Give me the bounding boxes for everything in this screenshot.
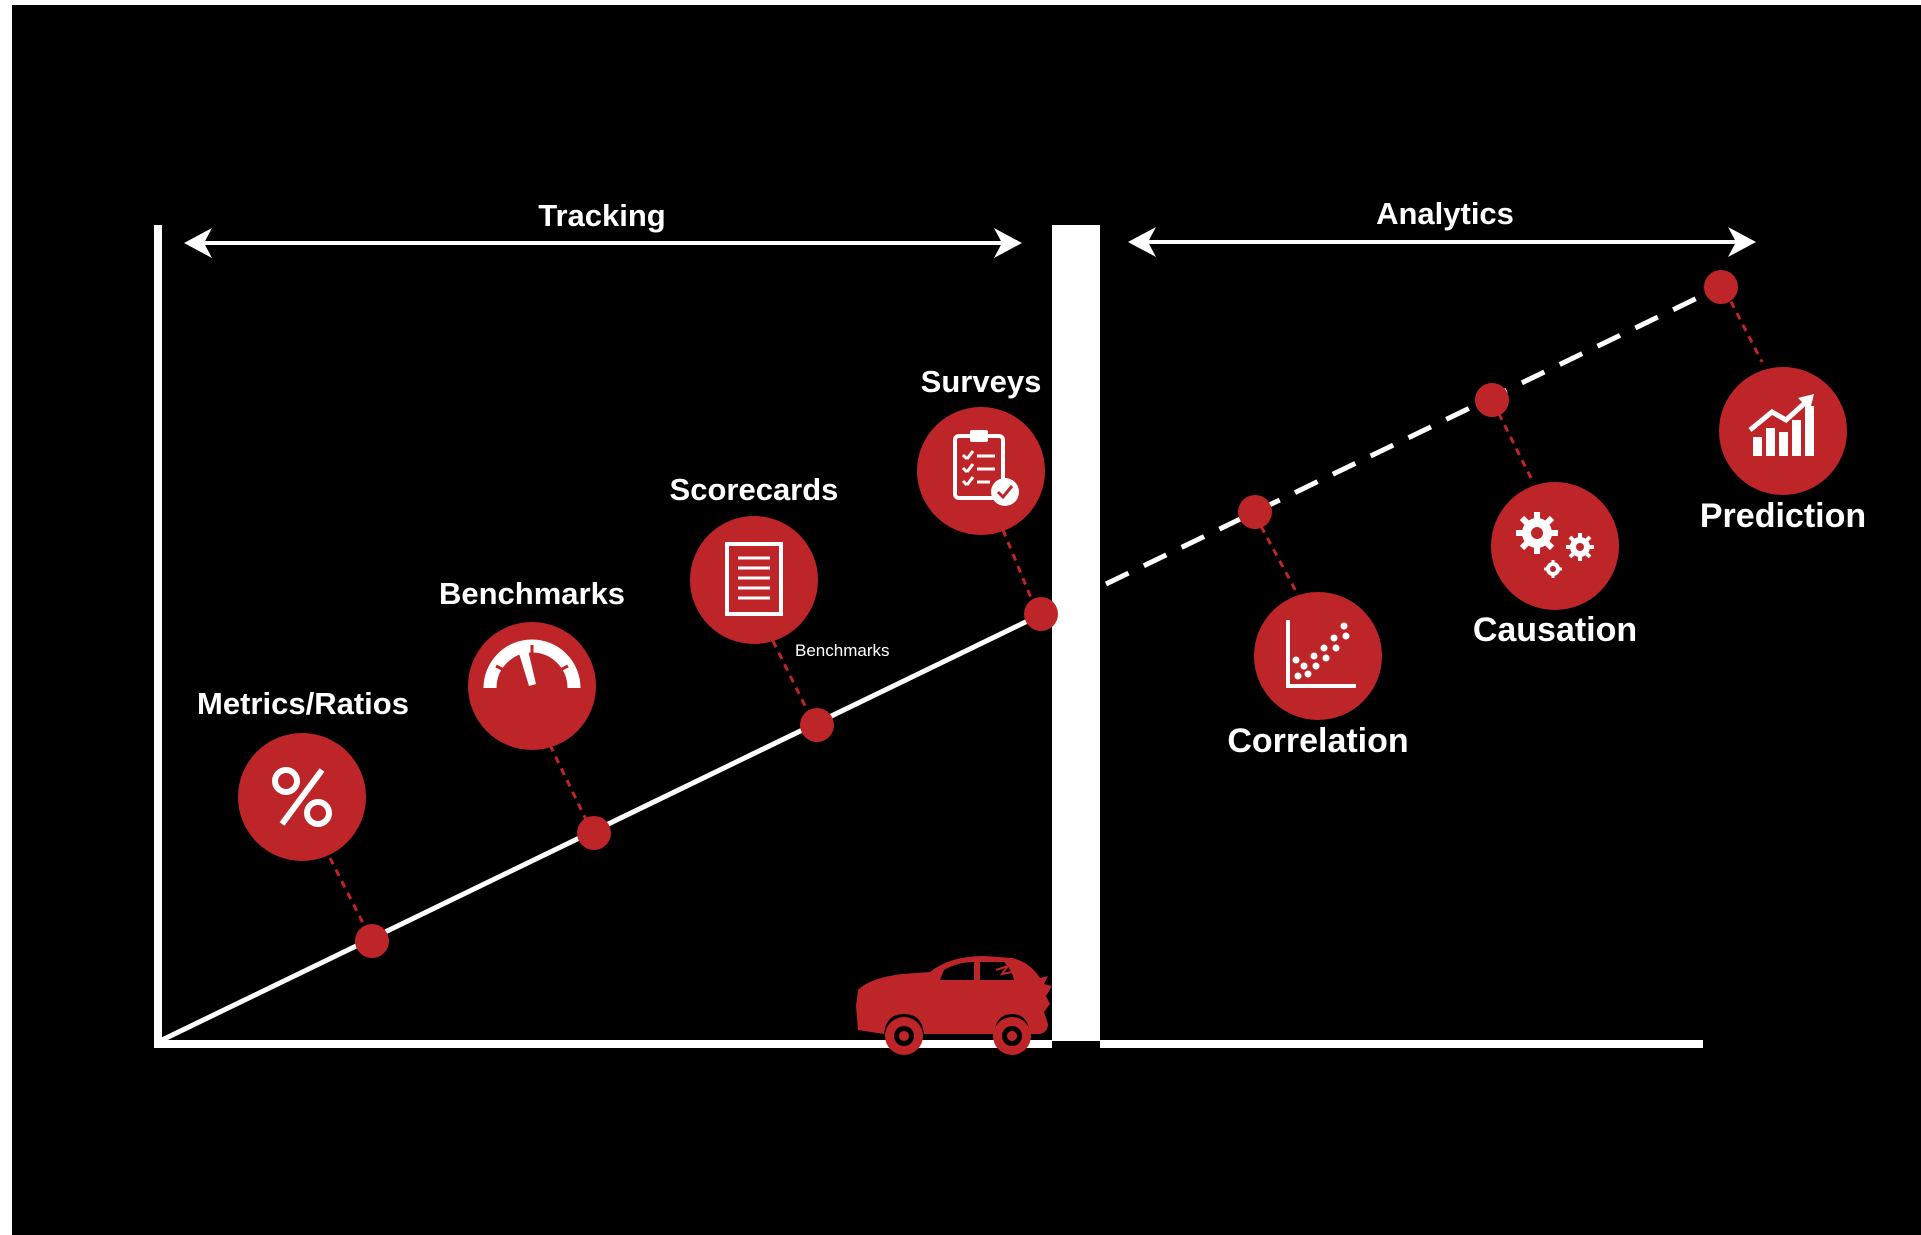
clipboard-check-icon — [953, 430, 1019, 506]
percent-icon — [272, 767, 332, 827]
analytics-section-label: Analytics — [1376, 196, 1514, 231]
connector-benchmarks — [548, 744, 592, 829]
stage-correlation: Correlation — [1227, 592, 1409, 760]
scatter-plot-icon — [1286, 620, 1356, 688]
gauge-icon — [483, 639, 581, 689]
tracking-section-label: Tracking — [538, 198, 666, 233]
scorecards-circle — [690, 516, 818, 644]
connector-scorecards — [771, 640, 814, 721]
scorecards-sub-label: Benchmarks — [795, 641, 889, 660]
correlation-circle — [1254, 592, 1382, 720]
node-benchmarks — [577, 816, 611, 850]
separator-wall — [1052, 225, 1100, 1041]
connector-prediction — [1723, 289, 1764, 363]
connector-metrics — [328, 857, 371, 936]
node-prediction — [1704, 270, 1738, 304]
stage-prediction: Prediction — [1700, 367, 1866, 535]
benchmarks-label: Benchmarks — [439, 576, 625, 611]
growth-chart-icon — [1748, 394, 1814, 456]
trend-nodes — [355, 270, 1738, 958]
analytics-trend-line — [1104, 285, 1720, 587]
causation-circle — [1491, 482, 1619, 610]
gears-icon — [1516, 512, 1594, 578]
stage-surveys: Surveys — [917, 364, 1045, 535]
node-surveys — [1024, 597, 1058, 631]
prediction-label: Prediction — [1700, 497, 1866, 535]
correlation-label: Correlation — [1227, 722, 1408, 760]
stage-benchmarks: Benchmarks — [439, 576, 625, 750]
connector-correlation — [1253, 514, 1300, 596]
node-scorecards — [800, 708, 834, 742]
analytics-span-arrow — [1128, 227, 1756, 257]
node-metrics — [355, 924, 389, 958]
stage-scorecards: Scorecards Benchmarks — [670, 472, 890, 660]
node-correlation — [1238, 495, 1272, 529]
surveys-label: Surveys — [921, 364, 1042, 399]
stage-metrics-ratios: Metrics/Ratios — [197, 686, 409, 861]
causation-label: Causation — [1473, 611, 1637, 649]
stage-causation: Causation — [1473, 482, 1637, 649]
prediction-circle — [1719, 367, 1847, 495]
surveys-circle — [917, 407, 1045, 535]
metrics-label: Metrics/Ratios — [197, 686, 409, 721]
scorecards-label: Scorecards — [670, 472, 839, 507]
node-causation — [1475, 383, 1509, 417]
connector-surveys — [1001, 529, 1038, 611]
tracking-span-arrow — [184, 228, 1022, 258]
document-icon — [725, 542, 783, 616]
crashed-car-icon — [856, 956, 1052, 1055]
